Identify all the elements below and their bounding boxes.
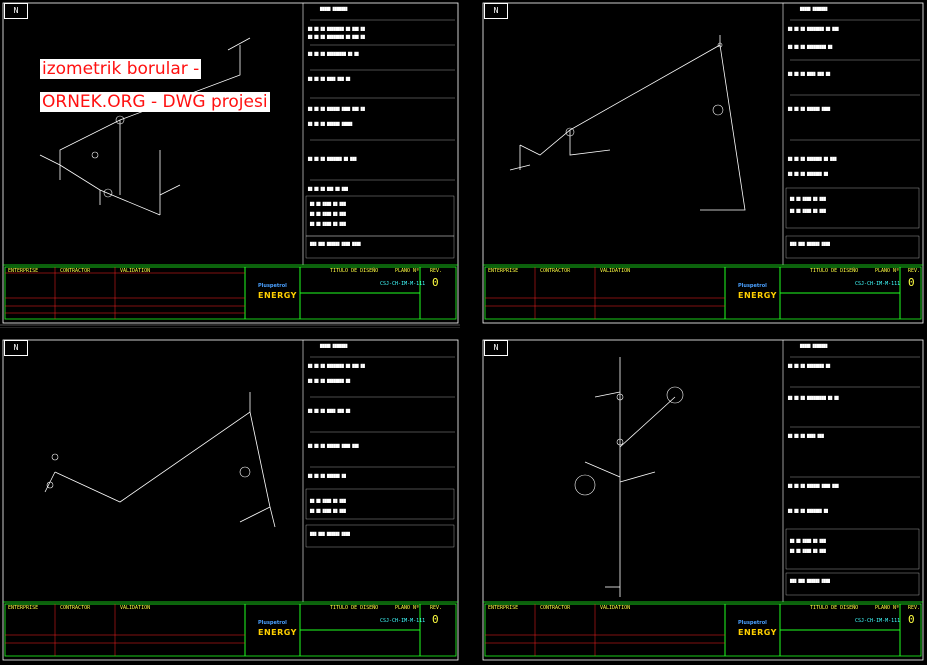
drawing-sheet-top-right: █████ ███████ ██ ██ ██ ████████ ██ ███ █… — [480, 0, 927, 328]
drawing-number: CSJ-CH-IM-M-111 — [855, 281, 901, 287]
titleblock-header-contractor: CONTRACTOR — [540, 605, 571, 611]
titleblock-header-validation: VALIDATION — [120, 605, 151, 611]
svg-text:██ ██ ████ ██ ███: ██ ██ ████ ██ ███ — [309, 201, 347, 206]
north-arrow-icon: N — [4, 340, 28, 356]
svg-text:██ ██ ██ ███████ ██ ███: ██ ██ ██ ███████ ██ ███ — [307, 156, 357, 161]
north-arrow-icon: N — [484, 340, 508, 356]
svg-text:██ ██ ████ ██ ███: ██ ██ ████ ██ ███ — [309, 221, 347, 226]
svg-text:██ ██ ██ ███████ ██: ██ ██ ██ ███████ ██ — [787, 508, 829, 513]
title-label: TITULO DE DISEÑO — [330, 268, 379, 274]
company-logo-line1: Pluspetrol — [258, 283, 287, 289]
svg-text:███ ███ ██████ ████: ███ ███ ██████ ████ — [789, 578, 831, 583]
drawing-number: CSJ-CH-IM-M-111 — [380, 281, 426, 287]
svg-text:██ ██ ██ ██████ ████ ███: ██ ██ ██ ██████ ████ ███ — [787, 483, 839, 488]
overlay-caption-line1: izometrik borular - — [40, 59, 202, 79]
company-logo-line2: ENERGY — [738, 291, 777, 300]
north-arrow-icon: N — [484, 3, 508, 19]
svg-text:██ ██ ██ ████████ ██: ██ ██ ██ ████████ ██ — [307, 378, 351, 383]
svg-text:███ ███ ██████ ████: ███ ███ ██████ ████ — [789, 241, 831, 246]
svg-text:██ ██ ██ ████ ███ ██: ██ ██ ██ ████ ███ ██ — [307, 76, 351, 81]
svg-text:██ ██ ██ ████████ ██ ███ ██: ██ ██ ██ ████████ ██ ███ ██ — [307, 363, 366, 368]
titleblock-header-validation: VALIDATION — [120, 268, 151, 274]
svg-text:██ ██ ██ ████████ ██ ███ ██: ██ ██ ██ ████████ ██ ███ ██ — [307, 34, 366, 39]
svg-text:██ ██ ██ ███ ██ ███: ██ ██ ██ ███ ██ ███ — [307, 186, 349, 191]
rev-value: 0 — [908, 613, 915, 626]
svg-text:██ ██ ██ █████████ ██ ██: ██ ██ ██ █████████ ██ ██ — [787, 395, 839, 400]
svg-text:██ ██ ██ ████ ███ ██: ██ ██ ██ ████ ███ ██ — [787, 71, 831, 76]
company-logo-line1: Pluspetrol — [738, 620, 767, 626]
plan-label: PLANO Nº — [875, 268, 900, 274]
svg-text:██ ██ ████ ██ ███: ██ ██ ████ ██ ███ — [789, 538, 827, 543]
sheet-frame-4: █████ ███████ ██ ██ ██ ████████ ██ ██ ██… — [482, 339, 924, 661]
titleblock-header-validation: VALIDATION — [600, 268, 631, 274]
svg-text:██ ██ ██ ██████ █████: ██ ██ ██ ██████ █████ — [307, 121, 353, 126]
plan-label: PLANO Nº — [875, 605, 900, 611]
sheet-frame-2: █████ ███████ ██ ██ ██ ████████ ██ ███ █… — [482, 2, 924, 324]
titleblock-header-enterprise: ENTERPRISE — [8, 268, 39, 274]
svg-text:██ ██ ██ ██████ ████ ███: ██ ██ ██ ██████ ████ ███ — [307, 443, 359, 448]
title-label: TITULO DE DISEÑO — [330, 605, 379, 611]
drawing-number: CSJ-CH-IM-M-111 — [855, 618, 901, 624]
svg-text:██ ██ ████ ██ ███: ██ ██ ████ ██ ███ — [309, 498, 347, 503]
rev-label: REV. — [430, 605, 443, 611]
drawing-sheet-top-left: █████ ███████ ██ ██ ██ ████████ ██ ███ █… — [0, 0, 460, 328]
title-label: TITULO DE DISEÑO — [810, 605, 859, 611]
titleblock-header-enterprise: ENTERPRISE — [8, 605, 39, 611]
company-logo-line2: ENERGY — [258, 628, 297, 637]
svg-text:██ ██ ████ ██ ███: ██ ██ ████ ██ ███ — [309, 211, 347, 216]
titleblock-header-contractor: CONTRACTOR — [60, 268, 91, 274]
titleblock-header-enterprise: ENTERPRISE — [488, 268, 519, 274]
titleblock-header-contractor: CONTRACTOR — [60, 605, 91, 611]
plan-label: PLANO Nº — [395, 605, 420, 611]
rev-value: 0 — [432, 276, 439, 289]
svg-text:██ ██ ██ ███████ ██ ███: ██ ██ ██ ███████ ██ ███ — [787, 156, 837, 161]
svg-text:██ ██ ██ █████████ ██: ██ ██ ██ █████████ ██ — [787, 44, 833, 49]
svg-text:█████ ███████: █████ ███████ — [799, 343, 828, 348]
titleblock-header-enterprise: ENTERPRISE — [488, 605, 519, 611]
company-logo-line1: Pluspetrol — [738, 283, 767, 289]
svg-text:██ ██ ██ ██████ ████: ██ ██ ██ ██████ ████ — [787, 106, 831, 111]
svg-text:██ ██ ██ ████████ ██ ███ ██: ██ ██ ██ ████████ ██ ███ ██ — [307, 26, 366, 31]
svg-text:██ ██ ██ ████████ ██: ██ ██ ██ ████████ ██ — [787, 363, 831, 368]
svg-text:██ ██ ██ ██████ ████ ███ ██: ██ ██ ██ ██████ ████ ███ ██ — [307, 106, 366, 111]
svg-text:██ ██ ██ █████████ ██ ██: ██ ██ ██ █████████ ██ ██ — [307, 51, 359, 56]
plan-label: PLANO Nº — [395, 268, 420, 274]
svg-text:██ ██ ████ ██ ███: ██ ██ ████ ██ ███ — [789, 208, 827, 213]
rev-value: 0 — [908, 276, 915, 289]
sheet-frame-1: █████ ███████ ██ ██ ██ ████████ ██ ███ █… — [0, 2, 460, 328]
svg-text:██ ██ ████ ██ ███: ██ ██ ████ ██ ███ — [789, 196, 827, 201]
svg-text:███ ███ ██████ ████: ███ ███ ██████ ████ — [309, 531, 351, 536]
svg-text:██ ██ ██ ████ ███ ██: ██ ██ ██ ████ ███ ██ — [307, 408, 351, 413]
rev-value: 0 — [432, 613, 439, 626]
titleblock-header-validation: VALIDATION — [600, 605, 631, 611]
svg-text:██ ██ ██ ██████ ██: ██ ██ ██ ██████ ██ — [307, 473, 347, 478]
drawing-sheet-bottom-left: █████ ███████ ██ ██ ██ ████████ ██ ███ █… — [0, 337, 460, 665]
svg-text:█████ ███████: █████ ███████ — [319, 343, 348, 348]
overlay-caption-line2: ORNEK.ORG - DWG projesi — [40, 92, 270, 112]
svg-text:███ ███ ██████ ████ ████: ███ ███ ██████ ████ ████ — [309, 241, 361, 246]
title-label: TITULO DE DISEÑO — [810, 268, 859, 274]
north-arrow-icon: N — [4, 3, 28, 19]
svg-text:██ ██ ████ ██ ███: ██ ██ ████ ██ ███ — [309, 508, 347, 513]
svg-text:██ ██ ██ ████████ ██ ███: ██ ██ ██ ████████ ██ ███ — [787, 26, 839, 31]
svg-text:██ ██ ██ ████ ███: ██ ██ ██ ████ ███ — [787, 433, 825, 438]
company-logo-line2: ENERGY — [738, 628, 777, 637]
rev-label: REV. — [430, 268, 443, 274]
drawing-number: CSJ-CH-IM-M-111 — [380, 618, 426, 624]
rev-label: REV. — [908, 268, 921, 274]
svg-text:██ ██ ████ ██ ███: ██ ██ ████ ██ ███ — [789, 548, 827, 553]
svg-text:█████ ███████: █████ ███████ — [319, 6, 348, 11]
svg-text:██ ██ ██ ███████ ██: ██ ██ ██ ███████ ██ — [787, 171, 829, 176]
sheet-frame-3: █████ ███████ ██ ██ ██ ████████ ██ ███ █… — [2, 339, 459, 661]
svg-text:█████ ███████: █████ ███████ — [799, 6, 828, 11]
company-logo-line1: Pluspetrol — [258, 620, 287, 626]
titleblock-header-contractor: CONTRACTOR — [540, 268, 571, 274]
drawing-sheet-bottom-right: █████ ███████ ██ ██ ██ ████████ ██ ██ ██… — [480, 337, 927, 665]
rev-label: REV. — [908, 605, 921, 611]
company-logo-line2: ENERGY — [258, 291, 297, 300]
